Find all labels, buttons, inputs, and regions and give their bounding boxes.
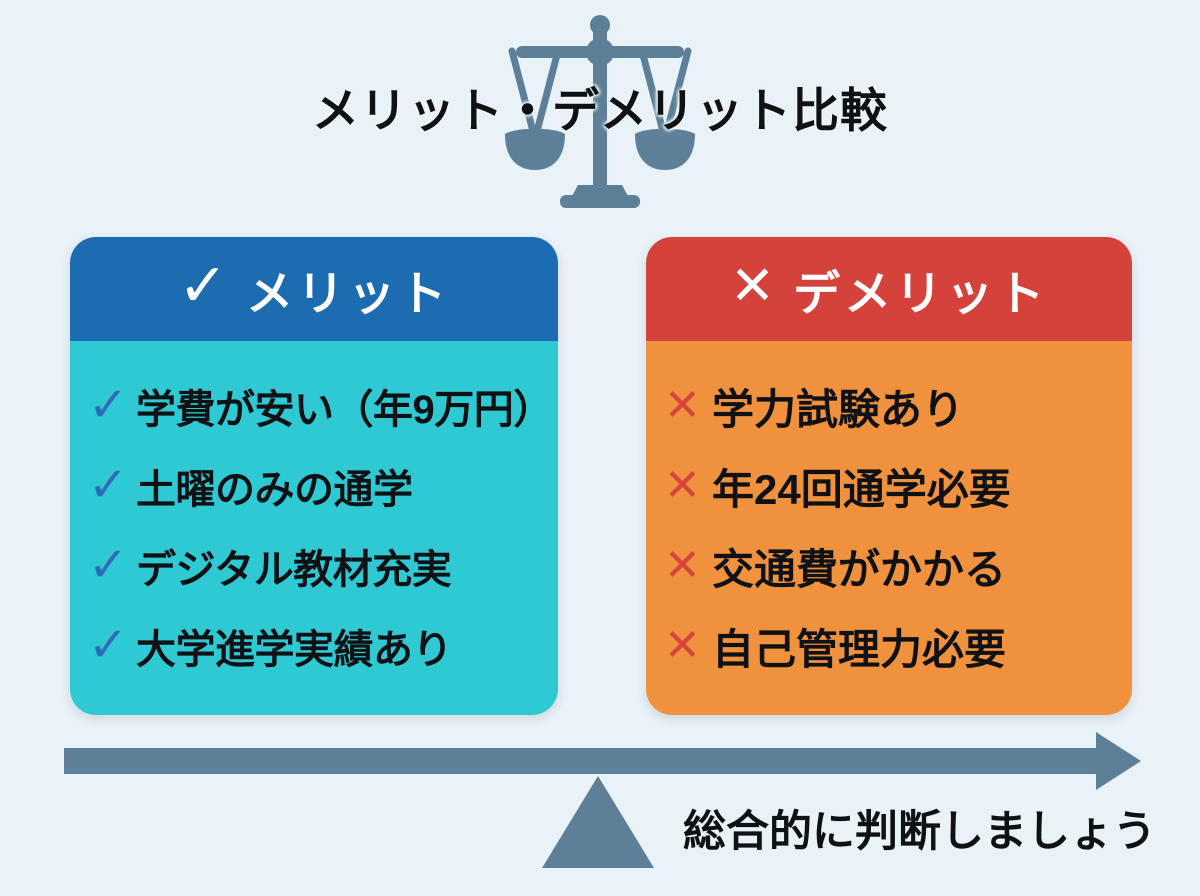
list-item: ✕ 年24回通学必要 [664,461,1128,513]
demerit-card-header: ✕ デメリット [646,237,1132,341]
check-icon: ✓ [88,379,129,432]
check-icon: ✓ [88,539,129,592]
merit-item-text: 学費が安い（年9万円） [136,388,553,432]
demerit-list: ✕ 学力試験あり ✕ 年24回通学必要 ✕ 交通費がかかる ✕ 自己管理力必要 [646,341,1132,715]
cross-icon: ✕ [664,381,701,430]
list-item: ✕ 自己管理力必要 [664,621,1128,673]
list-item: ✓ 大学進学実績あり [88,619,554,673]
merit-item-text: 土曜のみの通学 [136,468,413,512]
demerit-card-title: デメリット [793,266,1049,320]
footer-message: 総合的に判断しましょう [683,808,1156,856]
cross-icon: ✕ [729,256,776,316]
list-item: ✕ 交通費がかかる [664,541,1128,593]
merit-item-text: デジタル教材充実 [136,548,452,592]
scale-left-pan [505,128,565,170]
demerit-item-text: 年24回通学必要 [712,465,1011,513]
demerit-card: ✕ デメリット ✕ 学力試験あり ✕ 年24回通学必要 ✕ 交通費がかかる ✕ … [646,237,1132,715]
check-icon: ✓ [88,459,129,512]
list-item: ✕ 学力試験あり [664,381,1128,433]
list-item: ✓ 学費が安い（年9万円） [88,379,554,433]
cross-icon: ✕ [664,541,701,590]
fulcrum-triangle-icon [542,776,654,868]
check-icon: ✓ [88,619,129,672]
merit-card-header: ✓ メリット [70,237,558,341]
demerit-item-text: 交通費がかかる [712,545,1007,593]
right-arrow-icon [64,732,1141,790]
scale-base-step [572,185,628,196]
arrow-head [1096,732,1141,790]
scale-base [560,195,640,208]
merit-card: ✓ メリット ✓ 学費が安い（年9万円） ✓ 土曜のみの通学 ✓ デジタル教材充… [70,237,558,715]
list-item: ✓ デジタル教材充実 [88,539,554,593]
merit-list: ✓ 学費が安い（年9万円） ✓ 土曜のみの通学 ✓ デジタル教材充実 ✓ 大学進… [70,341,558,715]
check-icon: ✓ [177,252,229,319]
balance-scale-icon [505,15,695,208]
scale-pole [593,27,607,195]
list-item: ✓ 土曜のみの通学 [88,459,554,513]
demerit-item-text: 自己管理力必要 [712,625,1007,673]
merit-card-title: メリット [246,266,451,320]
cross-icon: ✕ [664,461,701,510]
page-title: メリット・デメリット比較 [312,84,888,137]
scale-beam [516,46,684,58]
cross-icon: ✕ [664,621,701,670]
demerit-item-text: 学力試験あり [712,385,965,433]
merit-item-text: 大学進学実績あり [136,628,453,672]
arrow-shaft [64,748,1096,774]
scale-right-pan [635,128,695,170]
